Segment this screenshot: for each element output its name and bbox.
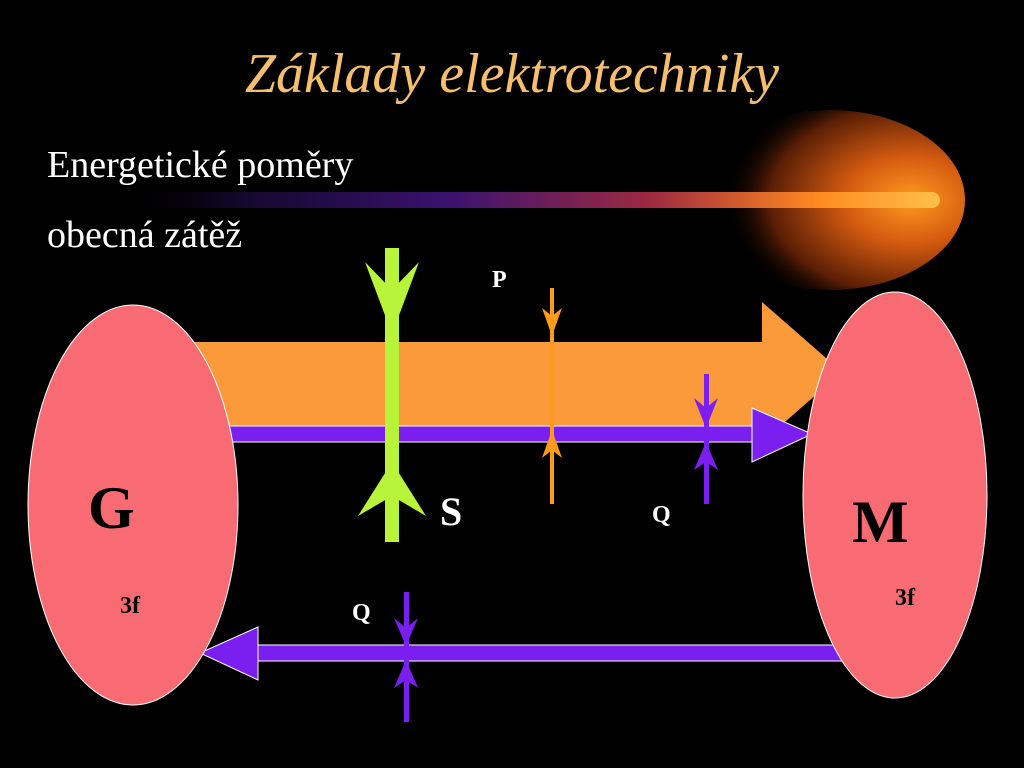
reactive-power-label-lower: Q (352, 600, 371, 626)
active-power-marker (542, 288, 562, 504)
reactive-power-arrow-lower (198, 626, 846, 681)
comet-decoration (120, 110, 965, 290)
reactive-power-marker-lower (394, 592, 418, 722)
slide-title: Základy elektrotechniky (244, 43, 780, 105)
generator-sub-label: 3f (120, 593, 140, 619)
reactive-power-arrow-upper (179, 407, 814, 463)
reactive-power-marker-upper (694, 374, 718, 504)
slide-subtitle-line2: obecná zátěž (47, 214, 243, 256)
reactive-power-label-upper: Q (652, 502, 671, 528)
active-power-label: P (492, 267, 507, 293)
apparent-power-label: S (440, 489, 463, 534)
active-power-arrow (160, 302, 842, 442)
motor-label: M (852, 489, 909, 555)
generator-label: G (88, 475, 135, 541)
motor-sub-label: 3f (895, 585, 915, 611)
generator-ellipse (27, 304, 239, 706)
slide-subtitle-line1: Energetické poměry (47, 144, 354, 186)
motor-ellipse (802, 291, 988, 699)
apparent-power-marker (358, 248, 426, 542)
